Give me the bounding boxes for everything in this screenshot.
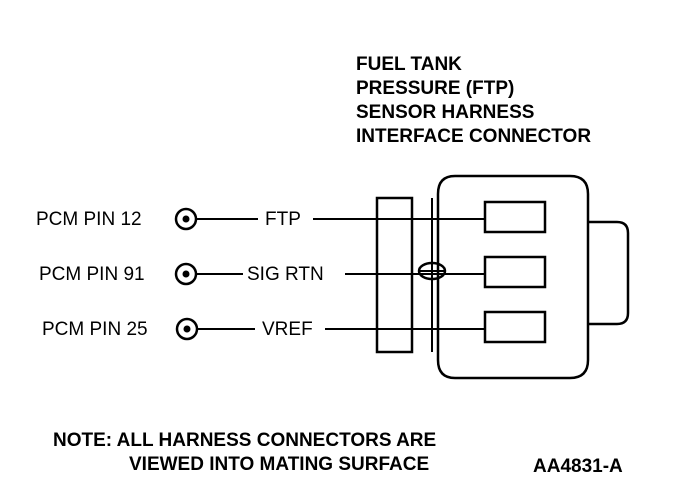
note-line-1: NOTE: ALL HARNESS CONNECTORS ARE — [53, 430, 436, 451]
terminal-cavity-1 — [483, 200, 547, 234]
sensor-connector-housing — [436, 174, 590, 380]
figure-id: AA4831-A — [533, 456, 623, 477]
connector-title: FUEL TANK PRESSURE (FTP) SENSOR HARNESS … — [356, 54, 591, 147]
mating-connector-body — [375, 196, 414, 354]
pin-terminal-outer — [174, 207, 198, 231]
circuit-pin-12: PCM PIN 12 FTP — [36, 207, 485, 231]
pin-terminal-dot — [183, 325, 191, 333]
circuit-pin-25: PCM PIN 25 VREF — [42, 317, 485, 341]
title-line-4: INTERFACE CONNECTOR — [356, 126, 591, 147]
pin-terminal-outer — [174, 262, 198, 286]
circuit-pin-91: PCM PIN 91 SIG RTN — [39, 262, 485, 286]
connector-lock-tab — [588, 220, 630, 326]
pin-label-91: PCM PIN 91 — [39, 264, 145, 285]
signal-label-sig-rtn: SIG RTN — [247, 264, 324, 285]
sensor-connector — [436, 174, 630, 380]
pin-label-25: PCM PIN 25 — [42, 319, 148, 340]
title-line-3: SENSOR HARNESS — [356, 102, 534, 123]
pin-terminal-dot — [182, 215, 190, 223]
terminal-cavity-3 — [483, 310, 547, 344]
signal-label-vref: VREF — [262, 319, 313, 340]
title-line-1: FUEL TANK — [356, 54, 462, 75]
pin-label-12: PCM PIN 12 — [36, 209, 142, 230]
pin-terminal-dot — [182, 270, 190, 278]
note-line-2: VIEWED INTO MATING SURFACE — [129, 454, 429, 475]
signal-label-ftp: FTP — [265, 209, 301, 230]
pin-terminal-outer — [175, 317, 199, 341]
terminal-cavity-2 — [483, 255, 547, 289]
title-line-2: PRESSURE (FTP) — [356, 78, 514, 99]
note-block: NOTE: ALL HARNESS CONNECTORS ARE VIEWED … — [53, 430, 436, 475]
